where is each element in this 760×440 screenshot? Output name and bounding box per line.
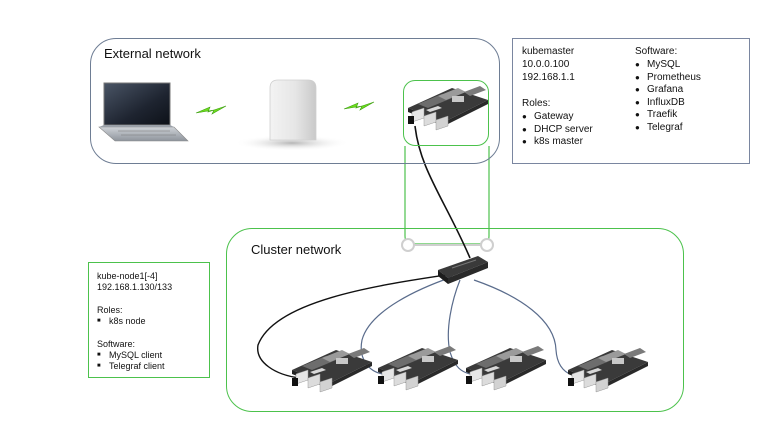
list-item: Prometheus [635, 72, 701, 85]
cable-master-to-switch [414, 125, 471, 259]
list-item: MySQL [635, 59, 701, 72]
kubemaster-hostname: kubemaster [522, 46, 575, 57]
cable-switch-to-node-1 [257, 274, 447, 379]
list-item: k8s master [522, 136, 593, 149]
list-item: k8s node [97, 316, 146, 327]
cable-switch-to-node-4 [473, 279, 573, 376]
kube-node-roles-list: k8s node [97, 316, 146, 327]
raspberry-pi-icon [567, 347, 649, 393]
list-item: Telegraf client [97, 361, 165, 372]
list-item: Traefik [635, 109, 701, 122]
raspberry-pi-icon [465, 345, 547, 391]
kube-node-software-list: MySQL client Telegraf client [97, 350, 165, 372]
list-item: Gateway [522, 111, 593, 124]
raspberry-pi-icon [377, 345, 459, 391]
kube-node-software-heading: Software: [97, 339, 136, 349]
bus-endpoint-right [480, 238, 494, 252]
bus-endpoint-left [401, 238, 415, 252]
cable-switch-to-node-2 [360, 276, 453, 375]
kube-node-hostname: kube-node1[-4] [97, 271, 158, 281]
wireless-link-icon [343, 101, 375, 111]
network-switch-icon [438, 256, 488, 284]
list-item: MySQL client [97, 350, 165, 361]
wireless-router-icon [234, 79, 350, 151]
kubemaster-info-box: kubemaster 10.0.0.100 192.168.1.1 Roles:… [512, 38, 750, 164]
kubemaster-roles-list: Gateway DHCP server k8s master [522, 111, 593, 149]
kubemaster-software-heading: Software: [635, 46, 678, 57]
raspberry-pi-icon [291, 347, 373, 393]
external-network-title: External network [104, 46, 201, 61]
raspberry-pi-icon [407, 85, 489, 131]
list-item: InfluxDB [635, 97, 701, 110]
kube-node-info-box: kube-node1[-4] 192.168.1.130/133 Roles: … [88, 262, 210, 378]
kube-node-ip-range: 192.168.1.130/133 [97, 282, 173, 292]
cluster-network-title: Cluster network [251, 242, 342, 257]
cluster-network-region [226, 228, 684, 412]
wireless-link-icon [195, 105, 227, 115]
kubemaster-roles-heading: Roles: [522, 98, 551, 109]
list-item: Grafana [635, 84, 701, 97]
external-network-region [90, 38, 500, 164]
laptop-icon [98, 82, 189, 142]
kube-node-roles-heading: Roles: [97, 305, 123, 315]
kubemaster-highlight [403, 80, 489, 146]
list-item: DHCP server [522, 124, 593, 137]
kubemaster-ip-external: 10.0.0.100 [522, 59, 570, 70]
kubemaster-ip-internal: 192.168.1.1 [522, 72, 575, 83]
kubemaster-software-list: MySQL Prometheus Grafana InfluxDB Traefi… [635, 59, 701, 135]
list-item: Telegraf [635, 122, 701, 135]
